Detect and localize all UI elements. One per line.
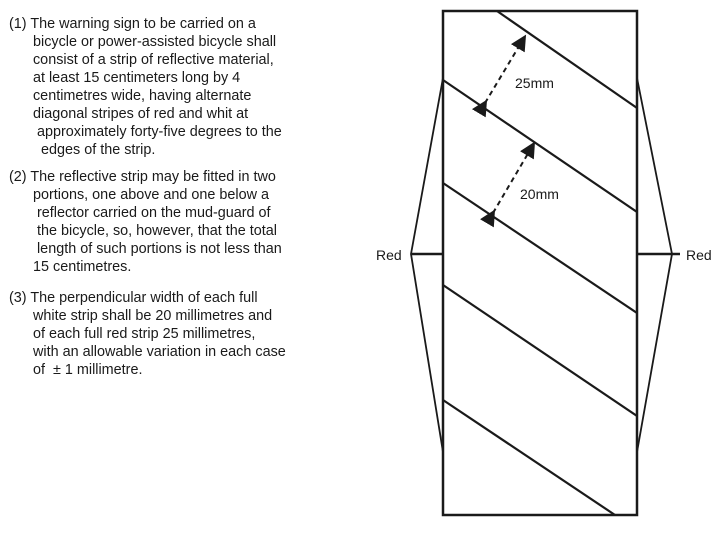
dimension-arrow-red (471, 34, 527, 118)
clause-2-line: (2) The reflective strip may be fitted i… (9, 169, 276, 185)
clause-2-line: reflector carried on the mud-guard of (9, 205, 271, 221)
stripe-line (442, 284, 638, 417)
right-side-guide (636, 77, 673, 453)
side-guides (410, 77, 673, 453)
label-left-red: Red (376, 247, 402, 263)
clause-2-line: length of such portions is not less than (9, 241, 282, 257)
clause-1-line: approximately forty-five degrees to the (9, 124, 282, 140)
stripe-line (442, 182, 638, 314)
clause-2-line: 15 centimetres. (9, 259, 132, 275)
clause-1-line: edges of the strip. (9, 142, 156, 158)
clause-3-line: (3) The perpendicular width of each full (9, 290, 258, 306)
label-right-red: Red (686, 247, 712, 263)
clause-1: (1) The warning sign to be carried on a … (9, 15, 282, 159)
clause-1-line: (1) The warning sign to be carried on a (9, 16, 256, 32)
clause-1-line: consist of a strip of reflective materia… (9, 52, 274, 68)
clause-3-line: with an allowable variation in each case (9, 344, 286, 360)
clause-1-line: centimetres wide, having alternate (9, 88, 252, 104)
clause-2-line: portions, one above and one below a (9, 187, 270, 203)
clause-3-line: of ± 1 millimetre. (9, 362, 143, 378)
stripe-line (496, 10, 638, 109)
stripe-boundaries (442, 10, 638, 516)
dimension-label-white: 20mm (520, 186, 559, 202)
clause-1-line: at least 15 centimeters long by 4 (9, 70, 241, 86)
clause-3: (3) The perpendicular width of each full… (9, 289, 286, 379)
clause-3-line: white strip shall be 20 millimetres and (9, 308, 273, 324)
clause-3-line: of each full red strip 25 millimetres, (9, 326, 256, 342)
dimension-label-red: 25mm (515, 75, 554, 91)
clause-1-line: bicycle or power-assisted bicycle shall (9, 34, 277, 50)
stripe-line (442, 399, 616, 516)
clause-2-line: the bicycle, so, however, that the total (9, 223, 277, 239)
clause-2: (2) The reflective strip may be fitted i… (9, 168, 282, 276)
strip-outline (441, 9, 639, 517)
clause-1-line: diagonal stripes of red and whit at (9, 106, 249, 122)
left-side-guide (410, 77, 444, 453)
dimension-arrow-white (480, 141, 536, 228)
